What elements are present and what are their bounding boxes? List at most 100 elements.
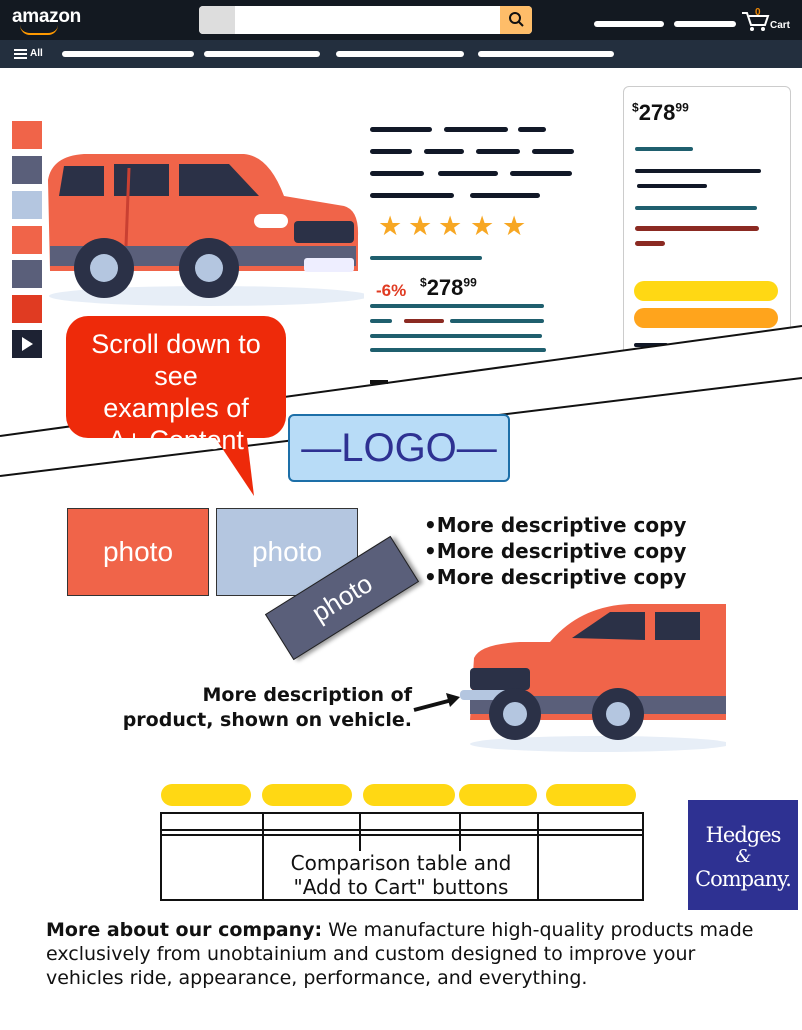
descriptive-bullet: •More descriptive copy: [424, 513, 687, 537]
hamburger-menu-icon[interactable]: [14, 48, 28, 60]
photo-placeholder: photo: [216, 508, 358, 596]
comparison-caption-line: Comparison table and: [290, 851, 512, 875]
descriptive-bullet: •More descriptive copy: [424, 565, 687, 589]
company-description: More about our company: We manufacture h…: [46, 918, 766, 990]
detail-line: [370, 348, 546, 352]
title-line: [510, 171, 572, 176]
callout-pointer: [210, 430, 254, 496]
thumbnail-image[interactable]: [12, 156, 42, 184]
vehicle-image: [460, 604, 726, 752]
buybox-line: [634, 343, 668, 347]
comparison-caption: Comparison table and "Add to Cart" butto…: [270, 851, 532, 899]
company-logo-line: Company.: [695, 867, 792, 891]
add-to-cart-button[interactable]: [634, 281, 778, 301]
comparison-caption-line: "Add to Cart" buttons: [293, 875, 509, 899]
buybox-price-dollars: 278: [638, 100, 676, 125]
buybox-line: [637, 184, 707, 188]
company-logo-line: Hedges: [705, 823, 782, 847]
buybox-line: [635, 241, 665, 246]
cart-label[interactable]: Cart: [770, 20, 791, 31]
amazon-logo[interactable]: amazon: [12, 6, 81, 27]
callout-line: A+ Content: [108, 425, 244, 455]
callout-line: examples of: [103, 393, 249, 423]
buybox-line: [635, 147, 693, 151]
arrow-icon: [413, 693, 460, 712]
compare-add-to-cart-button[interactable]: [546, 784, 636, 806]
product-price: $27899: [420, 275, 477, 301]
detail-line: [370, 334, 542, 338]
orders-link-placeholder[interactable]: [674, 21, 736, 27]
vehicle-caption: More description of product, shown on ve…: [122, 683, 412, 733]
search-category-dropdown[interactable]: [199, 6, 235, 34]
title-line: [532, 149, 574, 154]
title-line: [438, 171, 498, 176]
title-line: [370, 193, 454, 198]
title-line: [370, 127, 432, 132]
compare-add-to-cart-button[interactable]: [161, 784, 251, 806]
nav-link-placeholder[interactable]: [204, 51, 320, 57]
detail-line: [370, 304, 544, 308]
callout-line: Scroll down to see: [91, 329, 261, 391]
title-line: [370, 149, 412, 154]
play-icon: [22, 337, 33, 351]
nav-link-placeholder[interactable]: [62, 51, 194, 57]
company-description-body: We manufacture high-quality products mad…: [46, 919, 754, 989]
compare-add-to-cart-button[interactable]: [459, 784, 537, 806]
cart-icon[interactable]: [740, 10, 770, 32]
currency-symbol: $: [632, 100, 639, 115]
thumbnail-image[interactable]: [12, 295, 42, 323]
thumbnail-image[interactable]: [12, 260, 42, 288]
brand-logo-placeholder: —LOGO—: [288, 414, 510, 482]
title-line: [370, 171, 424, 176]
discount-badge: -6%: [376, 281, 407, 300]
title-line: [476, 149, 520, 154]
thumbnail-image[interactable]: [12, 121, 42, 149]
nav-link-placeholder[interactable]: [478, 51, 614, 57]
currency-symbol: $: [420, 275, 427, 290]
search-icon: [509, 12, 524, 27]
rating-star-icon[interactable]: ★: [438, 211, 463, 241]
vehicle-caption-line: More description of: [202, 684, 412, 706]
rating-star-icon[interactable]: ★: [378, 211, 403, 241]
price-dollars: 278: [426, 275, 464, 300]
title-line: [470, 193, 540, 198]
detail-line: [370, 319, 392, 323]
company-logo: Hedges & Company.: [688, 800, 798, 910]
nav-link-placeholder[interactable]: [336, 51, 464, 57]
rating-star-icon[interactable]: ★: [502, 211, 527, 241]
buybox-line: [635, 169, 761, 173]
account-link-placeholder[interactable]: [594, 21, 664, 27]
title-line: [444, 127, 508, 132]
detail-line: [404, 319, 444, 323]
compare-add-to-cart-button[interactable]: [363, 784, 455, 806]
all-menu-label[interactable]: All: [30, 48, 43, 59]
company-logo-amp: &: [735, 846, 751, 867]
thumbnail-image[interactable]: [12, 226, 42, 254]
product-main-image[interactable]: [44, 146, 364, 310]
detail-line: [450, 319, 544, 323]
title-line: [424, 149, 464, 154]
amazon-smile-icon: [20, 25, 58, 35]
descriptive-bullet: •More descriptive copy: [424, 539, 687, 563]
thumbnail-video[interactable]: [12, 330, 42, 358]
rating-star-icon[interactable]: ★: [470, 211, 495, 241]
photo-placeholder: photo: [67, 508, 209, 596]
buy-now-button[interactable]: [634, 308, 778, 328]
vehicle-caption-line: product, shown on vehicle.: [122, 709, 412, 731]
price-cents: 99: [463, 275, 477, 290]
cart-count: 0: [755, 7, 761, 18]
rating-star-icon[interactable]: ★: [408, 211, 433, 241]
buybox-price-cents: 99: [675, 100, 689, 115]
buybox-line: [635, 226, 759, 231]
thumbnail-image[interactable]: [12, 191, 42, 219]
ratings-link-line[interactable]: [370, 256, 482, 260]
buybox-price: $27899: [632, 100, 689, 126]
company-description-lead: More about our company:: [46, 919, 323, 941]
compare-add-to-cart-button[interactable]: [262, 784, 352, 806]
comparison-table: [160, 812, 644, 901]
search-button[interactable]: [500, 6, 532, 34]
search-bar[interactable]: [199, 6, 532, 34]
buybox-line: [635, 206, 757, 210]
scroll-callout: Scroll down to see examples of A+ Conten…: [66, 316, 286, 455]
title-line: [518, 127, 546, 132]
